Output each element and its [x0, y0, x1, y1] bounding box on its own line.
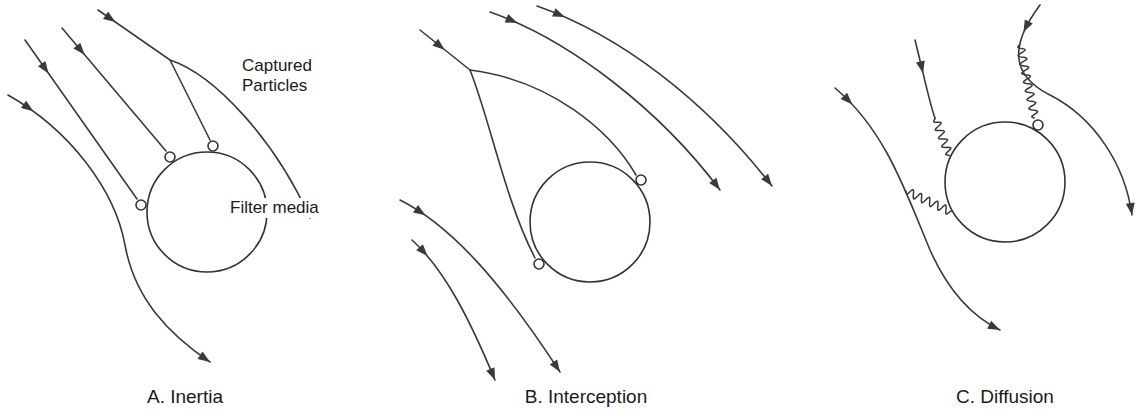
- arrowhead: [505, 14, 518, 23]
- brownian-path: [905, 190, 952, 215]
- callout-label: Captured Particles: [242, 56, 342, 97]
- captured-particle: [1033, 120, 1043, 130]
- captured-particle: [534, 259, 544, 269]
- streamline: [537, 6, 772, 186]
- arrowhead: [416, 244, 427, 256]
- arrowhead: [198, 352, 211, 363]
- panel-caption: A. Inertia: [147, 386, 223, 409]
- brownian-path: [1018, 44, 1038, 119]
- streamline: [915, 40, 935, 118]
- arrowhead: [73, 43, 84, 55]
- arrowhead: [1023, 20, 1032, 33]
- captured-particle: [136, 200, 146, 210]
- arrowhead: [916, 61, 925, 74]
- arrowhead: [709, 178, 720, 190]
- particle-path: [25, 40, 137, 199]
- arrowhead: [103, 12, 115, 23]
- particle-path: [170, 60, 210, 140]
- filter-fiber: [945, 122, 1065, 242]
- arrowhead: [987, 321, 1000, 330]
- arrowhead: [433, 39, 445, 50]
- captured-particle: [165, 152, 175, 162]
- streamline: [412, 240, 495, 380]
- arrowhead: [21, 101, 34, 112]
- arrowhead: [1126, 203, 1135, 216]
- arrowhead: [486, 367, 495, 380]
- particle-path: [470, 70, 535, 258]
- captured-particle: [208, 141, 218, 151]
- arrowhead: [550, 360, 560, 373]
- arrowhead: [552, 8, 565, 17]
- arrowhead: [761, 174, 772, 186]
- particle-path: [470, 70, 636, 175]
- filter-fiber: [530, 162, 650, 282]
- streamline: [420, 30, 470, 70]
- captured-particle: [636, 175, 646, 185]
- panel-caption: B. Interception: [525, 386, 648, 409]
- arrowhead: [413, 205, 426, 215]
- panel-caption: C. Diffusion: [956, 386, 1054, 409]
- brownian-path: [934, 118, 951, 156]
- arrowhead: [841, 93, 853, 105]
- arrowhead: [38, 61, 49, 73]
- part-label: Filter media: [228, 198, 321, 218]
- arrowheads-and-wiggles: [21, 8, 1135, 380]
